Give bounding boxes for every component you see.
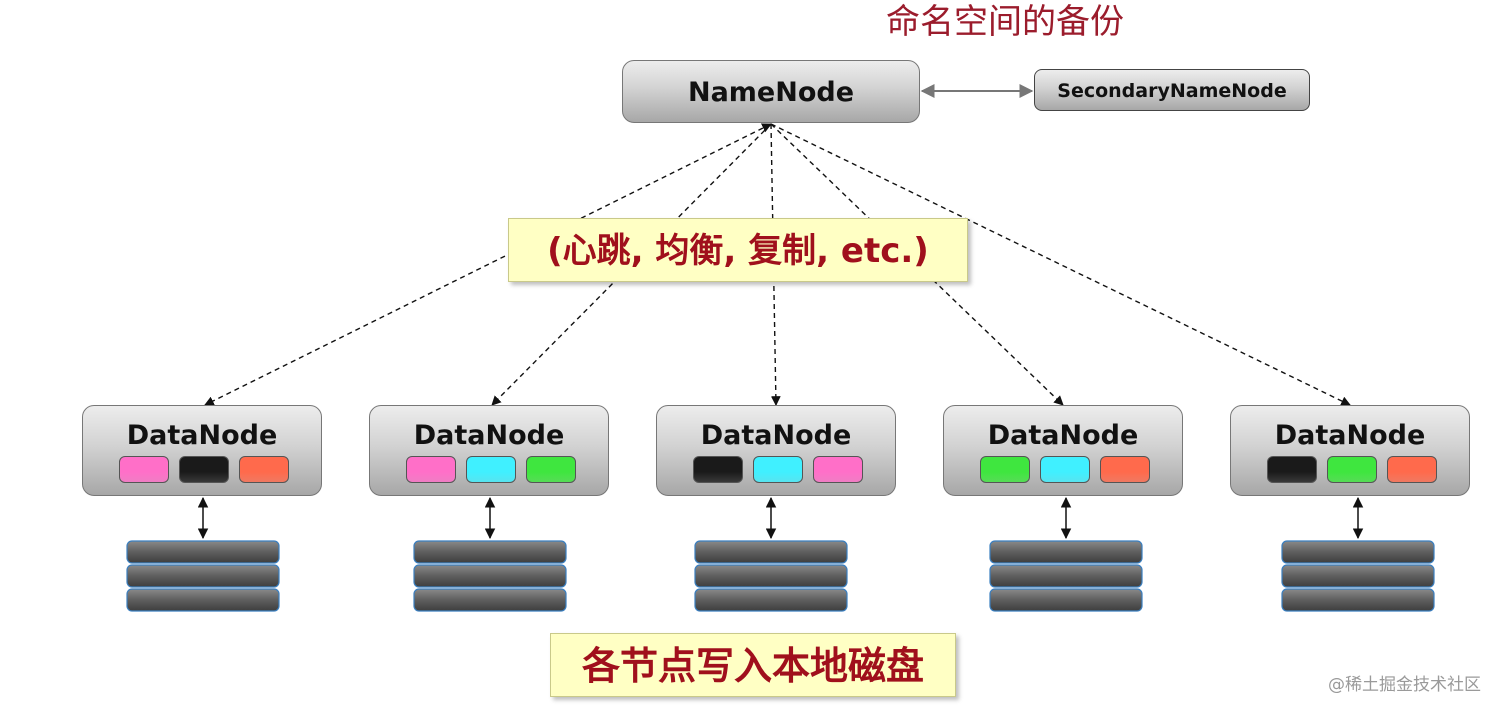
block (119, 456, 169, 483)
namenode-datanode-2-link (491, 123, 772, 406)
block (693, 456, 743, 483)
block (1327, 456, 1377, 483)
disk-platter (989, 588, 1143, 612)
block (813, 456, 863, 483)
datanode-label: DataNode (987, 420, 1139, 451)
diagram-title: 命名空间的备份 (886, 2, 1124, 42)
block (1387, 456, 1437, 483)
datanode-4: DataNode (943, 405, 1183, 496)
block (406, 456, 456, 483)
disk-platter (989, 564, 1143, 588)
disk-platter (1281, 588, 1435, 612)
datanode-1: DataNode (82, 405, 322, 496)
block (980, 456, 1030, 483)
datanode-5: DataNode (1230, 405, 1470, 496)
datanode-3: DataNode (656, 405, 896, 496)
datanode-label: DataNode (700, 420, 852, 451)
disk-platter (413, 588, 567, 612)
datanode-label: DataNode (1274, 420, 1426, 451)
block (1100, 456, 1150, 483)
block (1267, 456, 1317, 483)
namenode-datanode-3-link (770, 123, 781, 406)
disk-platter (126, 540, 280, 564)
heartbeat-callout: (心跳, 均衡, 复制, etc.) (508, 218, 968, 282)
disk-platter (989, 540, 1143, 564)
datanode-label: DataNode (413, 420, 565, 451)
namenode-datanode-1-link (204, 123, 772, 406)
block (466, 456, 516, 483)
disk-platter (694, 540, 848, 564)
disk-platter (1281, 564, 1435, 588)
block (526, 456, 576, 483)
disk-platter (126, 588, 280, 612)
secondary-namenode-box: SecondaryNameNode (1034, 69, 1310, 111)
disk-platter (126, 564, 280, 588)
disk-platter (694, 564, 848, 588)
watermark: @稀土掘金技术社区 (1328, 675, 1481, 695)
block (1040, 456, 1090, 483)
block (239, 456, 289, 483)
disk-platter (413, 564, 567, 588)
block (753, 456, 803, 483)
disk-platter (413, 540, 567, 564)
disk-platter (694, 588, 848, 612)
disk-platter (1281, 540, 1435, 564)
datanode-label: DataNode (126, 420, 278, 451)
namenode-box: NameNode (622, 60, 920, 123)
block (179, 456, 229, 483)
local-disk-callout: 各节点写入本地磁盘 (550, 633, 956, 697)
datanode-2: DataNode (369, 405, 609, 496)
